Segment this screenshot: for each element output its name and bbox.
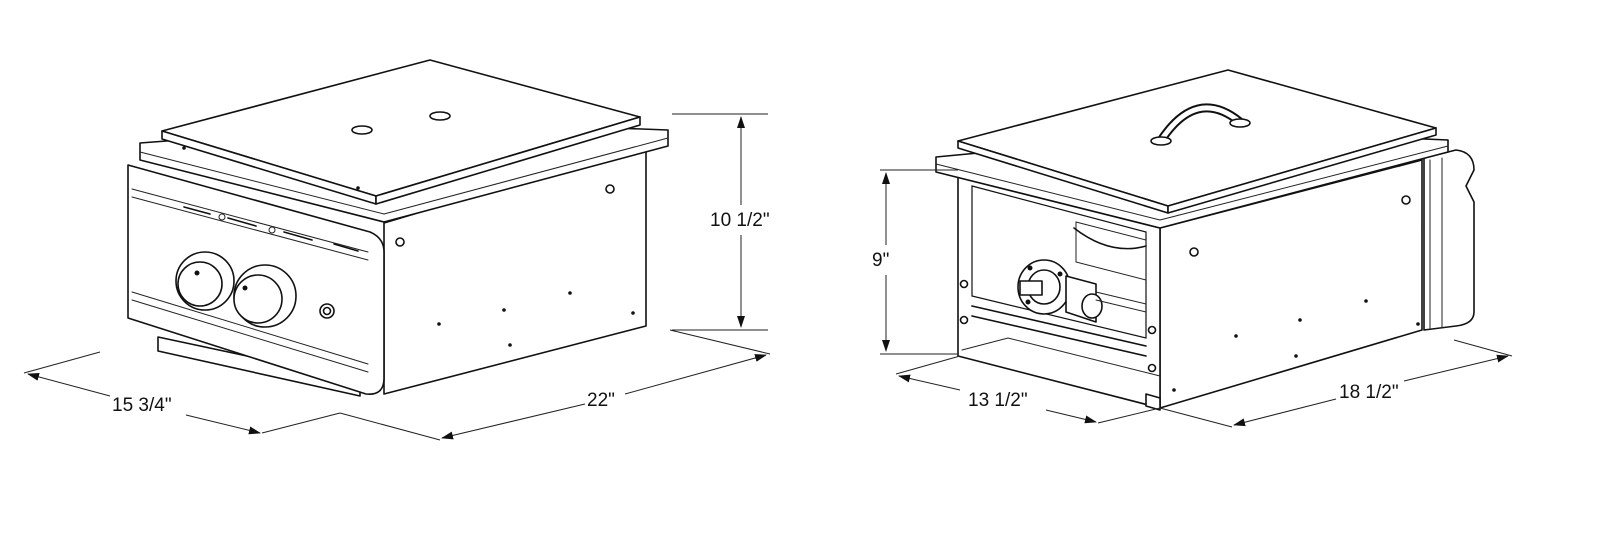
back-width-label: 13 1/2" — [968, 390, 1028, 411]
lid-handle-back — [1150, 103, 1251, 146]
control-knob-right — [233, 264, 297, 328]
igniter-button — [319, 303, 335, 319]
back-view-dimensions — [880, 169, 1513, 428]
lid-handle — [351, 97, 451, 135]
back-height-label: 9" — [872, 250, 889, 271]
front-view-burner — [127, 59, 669, 397]
side-panel-screws — [182, 146, 635, 347]
gas-valve-assembly — [1017, 221, 1147, 323]
back-depth-label: 18 1/2" — [1339, 382, 1399, 403]
back-panel-screws — [959, 195, 1420, 392]
front-width-label: 15 3/4" — [112, 395, 172, 416]
front-view-dimensions — [23, 113, 771, 441]
control-knob-left — [175, 251, 235, 311]
front-height-label: 10 1/2" — [710, 210, 770, 231]
fascia-vent-slots — [183, 206, 359, 252]
back-view-burner — [935, 69, 1475, 411]
front-depth-label: 22" — [587, 390, 615, 411]
